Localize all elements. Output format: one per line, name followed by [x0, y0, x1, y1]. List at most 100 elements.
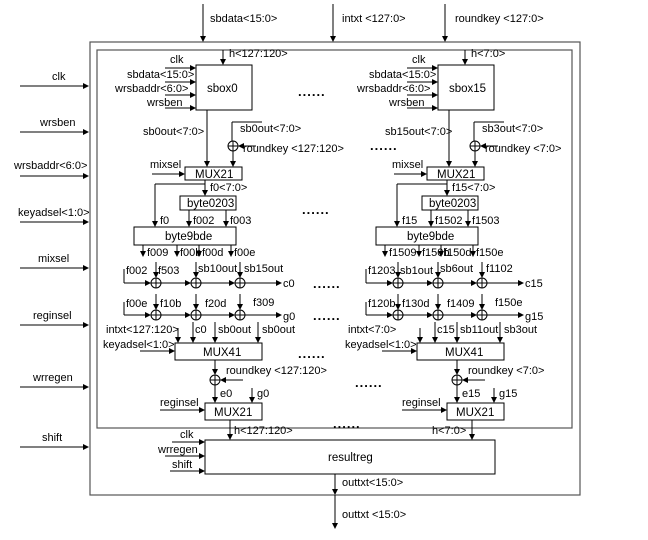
sbdata-input-label: sbdata<15:0> [210, 13, 277, 25]
xor-icon [469, 140, 481, 152]
g-mux-label: g15 [499, 388, 517, 400]
mixsel-label: mixsel [150, 159, 181, 171]
c-row-input: f1203 [368, 265, 396, 277]
f02-label: f1502 [435, 215, 463, 227]
xor-input-label: sb0out<7:0> [240, 123, 301, 135]
byte9bde-box [375, 226, 479, 246]
mux21-box [184, 166, 243, 181]
mux41-label: MUX41 [445, 347, 483, 359]
ellipsis: ...... [355, 375, 383, 390]
sbox-label: sbox0 [207, 83, 238, 95]
feedback-loop-frame [96, 49, 573, 429]
f0d-label: f150d [444, 247, 472, 259]
resultreg-shift-label: shift [172, 459, 192, 471]
roundkey-input-label: roundkey <127:0> [455, 13, 544, 25]
f03-label: f1503 [472, 215, 500, 227]
intxt-input-label: intxt <127:0> [342, 13, 406, 25]
g-output-label: g15 [525, 311, 543, 323]
sbox-clk-label: clk [412, 54, 426, 66]
c-row-input: sb6out [440, 263, 473, 275]
ellipsis: ...... [302, 202, 330, 217]
xor-icon [476, 277, 488, 289]
mux41-input-label: sb0out [262, 324, 295, 336]
byte0203-label: byte0203 [429, 198, 476, 210]
mux21b-box [446, 402, 505, 421]
g-output-label: g0 [283, 311, 295, 323]
xor-icon [234, 277, 246, 289]
xor-icon [209, 374, 221, 386]
ellipsis: ...... [298, 84, 326, 99]
reginsel-input-label: reginsel [33, 310, 72, 322]
f02-label: f002 [193, 215, 214, 227]
xor-icon [432, 309, 444, 321]
roundkey2-label: roundkey <127:120> [226, 365, 327, 377]
c-row-input: sb1out [400, 265, 433, 277]
xor-icon [190, 277, 202, 289]
keyadsel-label: keyadsel<1:0> [345, 339, 417, 351]
ellipsis: ...... [333, 416, 361, 431]
ellipsis: ...... [370, 138, 398, 153]
sbox-wrsbaddr-label: wrsbaddr<6:0> [356, 83, 430, 95]
byte0203-box [179, 195, 237, 211]
sbox-sbdata-label: sbdata<15:0> [127, 69, 194, 81]
sbout-label: sb15out<7:0> [385, 126, 452, 138]
sbox-box [195, 64, 253, 111]
g-row-input: f20d [205, 298, 226, 310]
byte0203-box [421, 195, 479, 211]
mux41-box [174, 342, 263, 361]
mux41-input-label: c0 [195, 324, 207, 336]
byte9bde-label: byte9bde [407, 231, 454, 243]
f-direct-label: f15 [402, 215, 417, 227]
sbox-wrsben-label: wrsben [388, 97, 424, 109]
mux41-input-label: c15 [437, 324, 455, 336]
mux41-input-label: sb0out [218, 324, 251, 336]
reginsel-label: reginsel [160, 397, 199, 409]
xor-icon [392, 277, 404, 289]
g-mux-label: g0 [257, 388, 269, 400]
xor-icon [451, 374, 463, 386]
ellipsis: ...... [298, 346, 326, 361]
shift-input-label: shift [42, 432, 62, 444]
mux21-box [426, 166, 485, 181]
outtxt-output-label: outtxt <15:0> [342, 509, 406, 521]
wrregen-input-label: wrregen [32, 372, 73, 384]
reginsel-label: reginsel [402, 397, 441, 409]
h-output-label: h<7:0> [432, 425, 466, 437]
resultreg-clk-label: clk [180, 429, 194, 441]
f09-label: f1509 [389, 247, 417, 259]
e-label: e0 [220, 388, 232, 400]
sbox-label: sbox15 [449, 83, 486, 95]
roundkey-label: roundkey <7:0> [485, 143, 561, 155]
xor-icon [190, 309, 202, 321]
c-row-input: f503 [158, 265, 179, 277]
byte0203-label: byte0203 [187, 198, 234, 210]
resultreg-block: resultreg clk wrregen shift outtxt<15:0>… [157, 429, 496, 529]
sbox-wrsbaddr-label: wrsbaddr<6:0> [114, 83, 188, 95]
sbox-wrsben-label: wrsben [146, 97, 182, 109]
wrsben-input-label: wrsben [39, 117, 75, 129]
f0e-label: f00e [234, 247, 255, 259]
roundkey2-label: roundkey <7:0> [468, 365, 544, 377]
g-row-input: f1409 [447, 298, 475, 310]
xor-icon [234, 309, 246, 321]
g-row-input: f00e [126, 298, 147, 310]
g-row-input: f10b [160, 298, 181, 310]
sbox-clk-label: clk [170, 54, 184, 66]
mux21b-label: MUX21 [214, 407, 252, 419]
sbox-sbdata-label: sbdata<15:0> [369, 69, 436, 81]
h-input-label: h<7:0> [471, 48, 505, 60]
resultreg-wrregen-label: wrregen [157, 444, 198, 456]
f09-label: f009 [147, 247, 168, 259]
c-row-input: sb15out [244, 263, 283, 275]
column-byte15: h<7:0> sbox15 clk sbdata<15:0> wrsbaddr<6:0>… [345, 48, 561, 440]
clk-input-label: clk [52, 71, 66, 83]
c-output-label: c15 [525, 278, 543, 290]
wrsbaddr-input-label: wrsbaddr<6:0> [13, 160, 87, 172]
xor-input-label: sb3out<7:0> [482, 123, 543, 135]
mixsel-input-label: mixsel [38, 253, 69, 265]
h-input-label: h<127:120> [229, 48, 288, 60]
mux41-input-label: intxt<7:0> [348, 324, 396, 336]
top-inputs: sbdata<15:0> intxt <127:0> roundkey <127… [200, 4, 544, 42]
resultreg-label: resultreg [328, 452, 373, 464]
